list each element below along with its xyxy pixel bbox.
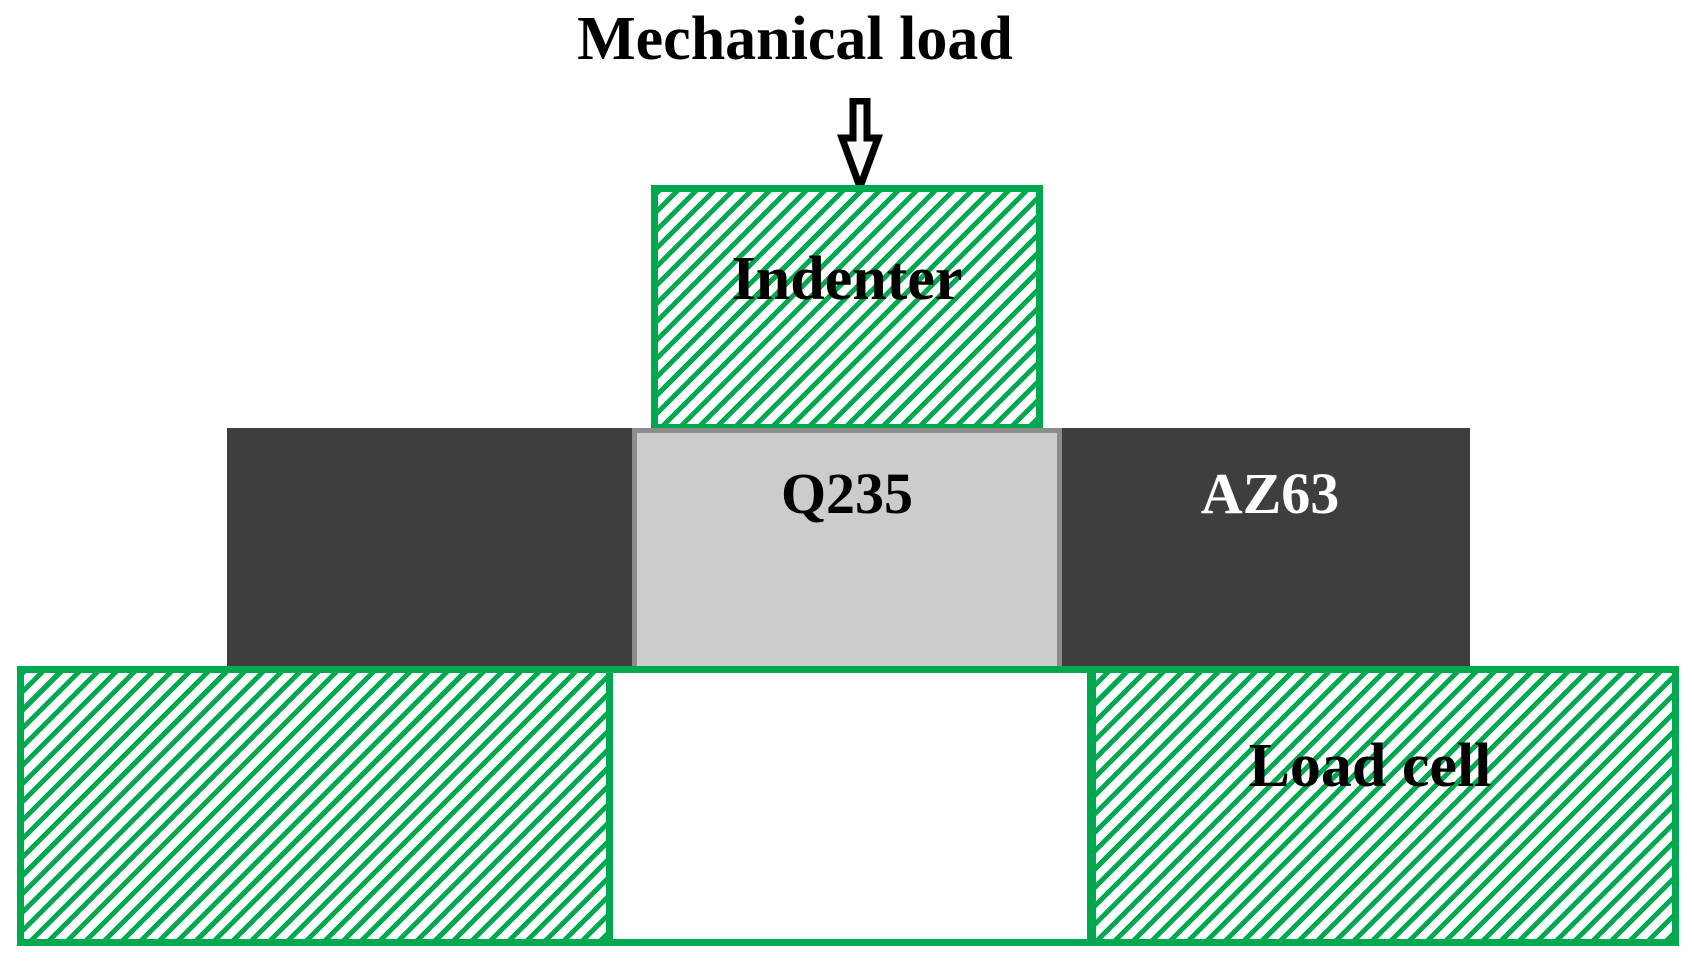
specimen-label: Q235: [780, 461, 914, 526]
page-title-text: Mechanical load: [577, 5, 1013, 73]
load-cell-right-block: [1089, 666, 1679, 946]
page-title: Mechanical load: [0, 8, 1694, 70]
specimen-block: [632, 428, 1062, 668]
indenter-label: Indenter: [731, 245, 963, 313]
base-gap-frame: [606, 666, 1094, 946]
substrate-label: AZ63: [1200, 461, 1340, 526]
indenter-block: [651, 185, 1043, 431]
load-cell-left-block: [17, 666, 613, 946]
load-cell-label: Load cell: [1248, 732, 1492, 800]
down-arrow-icon: [830, 97, 890, 198]
